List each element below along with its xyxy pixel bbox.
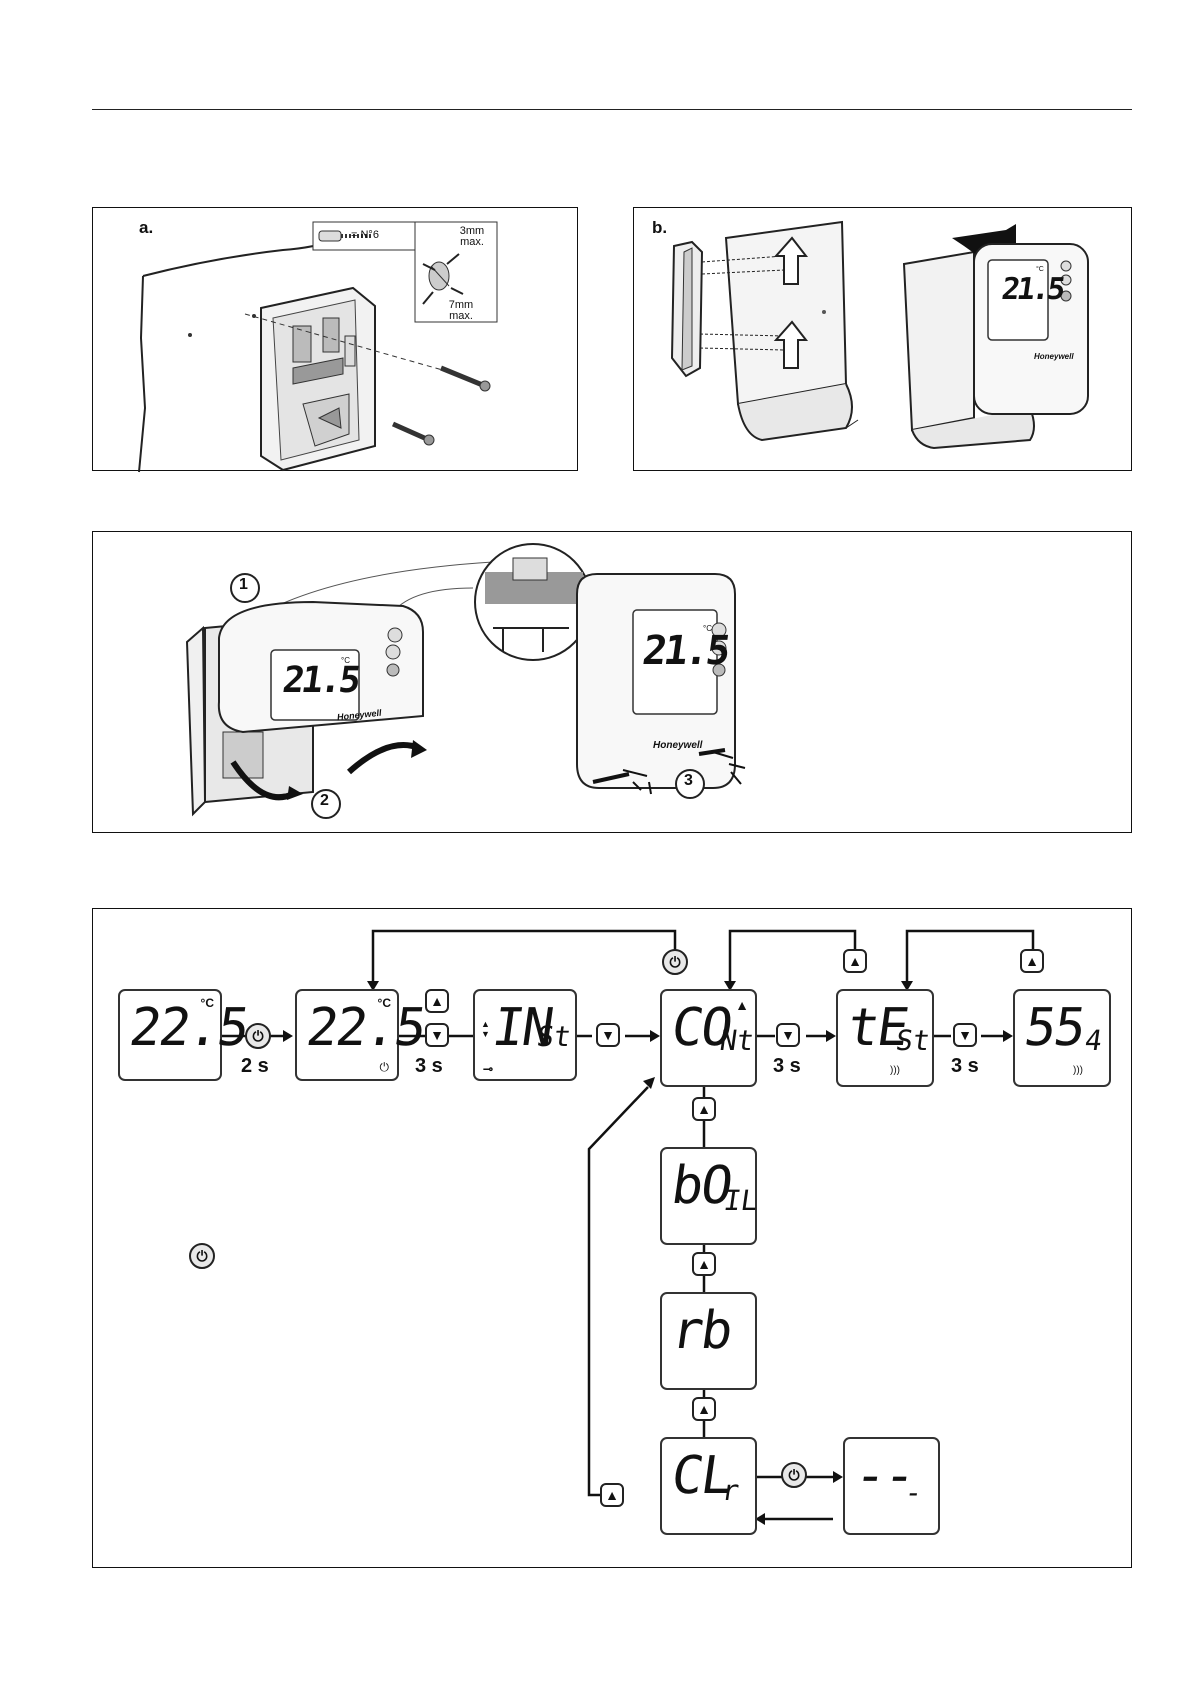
figure-b-brand: Honeywell [1034, 352, 1074, 361]
updown-arrows-icon: ▲▼ [481, 1019, 490, 1039]
screen-signal-value: 55 [1021, 999, 1088, 1057]
screen-cleared: -- - [843, 1437, 940, 1535]
screen-home-unit: °C [201, 997, 214, 1009]
screen-boiler-suffix: IL [722, 1187, 760, 1215]
screen-signal-strength: 55 4 ))) [1013, 989, 1111, 1087]
power-button-icon[interactable]: ⏻ [245, 1023, 271, 1049]
screen-connect-suffix: Nt [718, 1027, 756, 1055]
figure-c-display-reading-1: 21.5 [280, 660, 360, 701]
step-1-number: 1 [239, 576, 248, 594]
screw-size-note: = N°6 [351, 230, 379, 241]
figure-b-unit: °C [1036, 266, 1044, 273]
header-rule [92, 109, 1132, 110]
max-depth-note: 7mm max. [441, 300, 481, 322]
power-button-icon[interactable]: ⏻ [662, 949, 688, 975]
hold-test-duration: 3 s [773, 1055, 801, 1078]
figure-d-installer-menu-flow: 22.5 °C ⏻ 2 s 22.5 °C ⏻ ▲ ▼ 3 s ▲▼ IN St… [92, 908, 1132, 1568]
screen-test-suffix: St [894, 1027, 932, 1055]
screen-installer-suffix: St [535, 1023, 573, 1051]
screen-standby: 22.5 °C ⏻ [295, 989, 399, 1081]
step-2-number: 2 [320, 792, 329, 810]
screen-connect: CO Nt ▲ [660, 989, 757, 1087]
screen-clear: CL r [660, 1437, 757, 1535]
figure-c-brand-2: Honeywell [653, 740, 702, 751]
screen-signal-level: 4 [1083, 1027, 1104, 1055]
min-gap-note: 3mm max. [453, 226, 491, 248]
power-button-icon[interactable]: ⏻ [189, 1243, 215, 1269]
up-button-icon[interactable]: ▲ [600, 1483, 624, 1507]
down-button-icon[interactable]: ▼ [596, 1023, 620, 1047]
screen-test: tE St ))) [836, 989, 934, 1087]
figure-a-wall-mounting: a. = N°6 3mm max. 7mm max. [92, 207, 578, 471]
down-button-icon[interactable]: ▼ [425, 1023, 449, 1047]
screen-cleared-suffix: - [903, 1479, 924, 1507]
up-button-icon[interactable]: ▲ [425, 989, 449, 1013]
screen-rb-value: rb [668, 1302, 735, 1360]
up-button-icon[interactable]: ▲ [692, 1252, 716, 1276]
wall-mount-illustration [93, 208, 579, 472]
signal-icon: ))) [1073, 1065, 1083, 1077]
stand-mount-illustration [634, 208, 1133, 472]
down-button-icon[interactable]: ▼ [776, 1023, 800, 1047]
figure-c-attach-thermostat: 1 2 3 21.5 °C Honeywell 21.5 °C Honeywel… [92, 531, 1132, 833]
hold-up-down-duration: 3 s [415, 1055, 443, 1078]
signal-icon: ))) [890, 1065, 900, 1077]
screen-standby-unit: °C [378, 997, 391, 1009]
step-3-number: 3 [684, 772, 693, 790]
flame-icon: ▲ [735, 999, 749, 1011]
figure-c-display-reading-2: 21.5 [640, 628, 731, 674]
screen-home-value: 22.5 [126, 999, 251, 1057]
down-button-icon[interactable]: ▼ [953, 1023, 977, 1047]
figure-b-stand-mounting: b. 21.5 °C Honeywell [633, 207, 1132, 471]
figure-c-unit-1: °C [341, 656, 350, 665]
screen-rb: rb [660, 1292, 757, 1390]
attach-thermostat-illustration [93, 532, 1133, 834]
wrench-icon: ⊸ [483, 1063, 493, 1075]
screen-boiler: bO IL [660, 1147, 757, 1245]
figure-c-unit-2: °C [703, 624, 712, 633]
up-button-icon[interactable]: ▲ [1020, 949, 1044, 973]
screen-installer: ▲▼ IN St ⊸ [473, 989, 577, 1081]
up-button-icon[interactable]: ▲ [692, 1397, 716, 1421]
hold-power-duration: 2 s [241, 1055, 269, 1078]
figure-b-display-reading: 21.5 [1000, 272, 1065, 307]
standby-power-icon: ⏻ [380, 1061, 390, 1073]
up-button-icon[interactable]: ▲ [843, 949, 867, 973]
screen-clear-suffix: r [720, 1477, 741, 1505]
power-button-icon[interactable]: ⏻ [781, 1462, 807, 1488]
up-button-icon[interactable]: ▲ [692, 1097, 716, 1121]
hold-signal-duration: 3 s [951, 1055, 979, 1078]
screen-standby-value: 22.5 [303, 999, 428, 1057]
screen-home-temperature: 22.5 °C [118, 989, 222, 1081]
